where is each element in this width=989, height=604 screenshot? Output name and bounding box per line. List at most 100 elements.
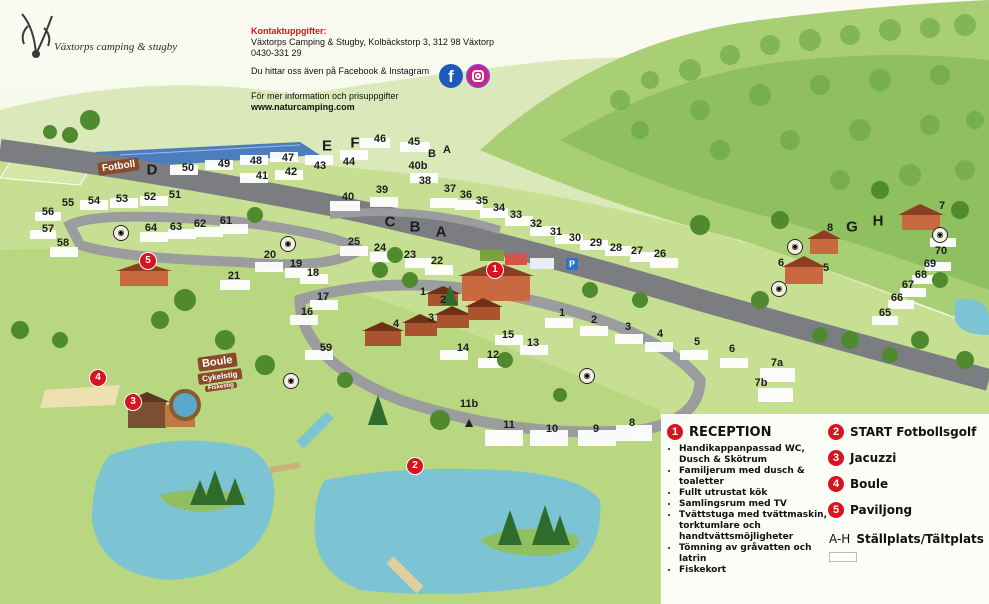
legend-pitch: A-H Ställplats/Tältplats bbox=[829, 532, 984, 546]
site-62: 62 bbox=[193, 218, 207, 230]
site-37: 37 bbox=[443, 183, 457, 195]
area-e: E bbox=[321, 137, 333, 155]
cabin-2: 2 bbox=[439, 294, 447, 306]
site-18: 18 bbox=[306, 267, 320, 279]
cabin-4: 4 bbox=[392, 318, 400, 330]
contact-info: Kontaktuppgifter: Växtorps Camping & Stu… bbox=[251, 26, 551, 113]
site-31: 31 bbox=[549, 226, 563, 238]
address-text: Växtorps Camping & Stugby, Kolbäckstorp … bbox=[251, 37, 494, 47]
site-65: 65 bbox=[878, 307, 892, 319]
site-40: 40 bbox=[341, 191, 355, 203]
site-66: 66 bbox=[890, 292, 904, 304]
grill-icon: ◉ bbox=[113, 225, 129, 241]
site-68: 68 bbox=[914, 269, 928, 281]
site-b-letter: B bbox=[428, 148, 436, 160]
site-8: 8 bbox=[628, 417, 636, 429]
site-23: 23 bbox=[403, 249, 417, 261]
house-7: 7 bbox=[938, 200, 946, 212]
site-47: 47 bbox=[281, 152, 295, 164]
site-11b: 11b bbox=[459, 398, 479, 410]
pitch-swatch bbox=[829, 552, 857, 562]
grill-icon: ◉ bbox=[932, 227, 948, 243]
legend-jacuzzi: 3 Jacuzzi bbox=[828, 450, 896, 466]
site-30: 30 bbox=[568, 232, 582, 244]
facebook-icon[interactable]: f bbox=[439, 64, 463, 88]
site-57: 57 bbox=[41, 223, 55, 235]
site-43: 43 bbox=[313, 160, 327, 172]
site-20: 20 bbox=[263, 249, 277, 261]
site-1: 1 bbox=[558, 307, 566, 319]
site-14: 14 bbox=[456, 342, 470, 354]
area-a: A bbox=[435, 223, 447, 241]
website-link[interactable]: www.naturcamping.com bbox=[251, 102, 355, 112]
grill-icon: ◉ bbox=[283, 373, 299, 389]
legend-boule: 4 Boule bbox=[828, 476, 888, 492]
site-42: 42 bbox=[284, 166, 298, 178]
reception-amenities-list: Handikappanpassad WC, Dusch & Skötrum Fa… bbox=[669, 444, 834, 576]
site-29: 29 bbox=[589, 237, 603, 249]
site-46: 46 bbox=[373, 133, 387, 145]
site-33: 33 bbox=[509, 209, 523, 221]
site-25: 25 bbox=[347, 236, 361, 248]
logo-emblem-icon bbox=[21, 13, 53, 58]
site-27: 27 bbox=[630, 245, 644, 257]
info-text: För mer information och prisuppgifter bbox=[251, 91, 399, 101]
legend-number: 3 bbox=[828, 450, 844, 466]
legend-label: Paviljong bbox=[850, 503, 913, 517]
instagram-icon[interactable] bbox=[466, 64, 490, 88]
legend-pitch-code: A-H bbox=[829, 532, 851, 546]
marker-paviljong[interactable]: 5 bbox=[139, 252, 157, 270]
list-item: Samlingsrum med TV bbox=[679, 499, 834, 510]
cabin-1: 1 bbox=[419, 286, 427, 298]
site-24: 24 bbox=[373, 242, 387, 254]
legend-label: Jacuzzi bbox=[850, 451, 897, 465]
list-item: Fullt utrustat kök bbox=[679, 488, 834, 499]
site-51: 51 bbox=[168, 189, 182, 201]
list-item: Handikappanpassad WC, Dusch & Skötrum bbox=[679, 444, 834, 466]
site-58: 58 bbox=[56, 237, 70, 249]
legend-number: 5 bbox=[828, 502, 844, 518]
site-15: 15 bbox=[501, 329, 515, 341]
legend-reception: 1 RECEPTION bbox=[667, 424, 771, 440]
marker-jacuzzi[interactable]: 3 bbox=[124, 393, 142, 411]
list-item: Fiskekort bbox=[679, 565, 834, 576]
site-54: 54 bbox=[87, 195, 101, 207]
legend-reception-title: RECEPTION bbox=[689, 424, 772, 440]
site-26: 26 bbox=[653, 248, 667, 260]
site-53: 53 bbox=[115, 193, 129, 205]
legend-number: 2 bbox=[828, 424, 844, 440]
area-f: F bbox=[350, 134, 360, 152]
site-61: 61 bbox=[219, 215, 233, 227]
list-item: Familjerum med dusch & toaletter bbox=[679, 466, 834, 488]
house-5: 5 bbox=[822, 262, 830, 274]
site-45: 45 bbox=[407, 136, 421, 148]
site-7a: 7a bbox=[770, 357, 784, 369]
tent-icon: ▲ bbox=[462, 414, 476, 430]
site-9: 9 bbox=[592, 423, 600, 435]
site-36: 36 bbox=[459, 189, 473, 201]
site-63: 63 bbox=[169, 221, 183, 233]
site-17: 17 bbox=[316, 291, 330, 303]
list-item: Tömning av gråvatten och latrin bbox=[679, 543, 834, 565]
marker-reception[interactable]: 1 bbox=[486, 261, 504, 279]
area-g: G bbox=[846, 218, 858, 236]
marker-boule[interactable]: 4 bbox=[89, 369, 107, 387]
site-a-letter: A bbox=[443, 144, 451, 156]
site-19: 19 bbox=[289, 258, 303, 270]
marker-fotbollsgolf[interactable]: 2 bbox=[406, 457, 424, 475]
site-32: 32 bbox=[529, 218, 543, 230]
site-28: 28 bbox=[609, 242, 623, 254]
site-67: 67 bbox=[901, 279, 915, 291]
site-70: 70 bbox=[934, 245, 948, 257]
site-13: 13 bbox=[526, 337, 540, 349]
legend-label: START Fotbollsgolf bbox=[850, 425, 977, 439]
house-8: 8 bbox=[826, 222, 834, 234]
site-44: 44 bbox=[342, 156, 356, 168]
legend-pitch-label: Ställplats/Tältplats bbox=[856, 532, 984, 546]
site-7b: 7b bbox=[754, 377, 768, 389]
site-2: 2 bbox=[590, 314, 598, 326]
area-d: D bbox=[146, 161, 158, 179]
site-6: 6 bbox=[728, 343, 736, 355]
